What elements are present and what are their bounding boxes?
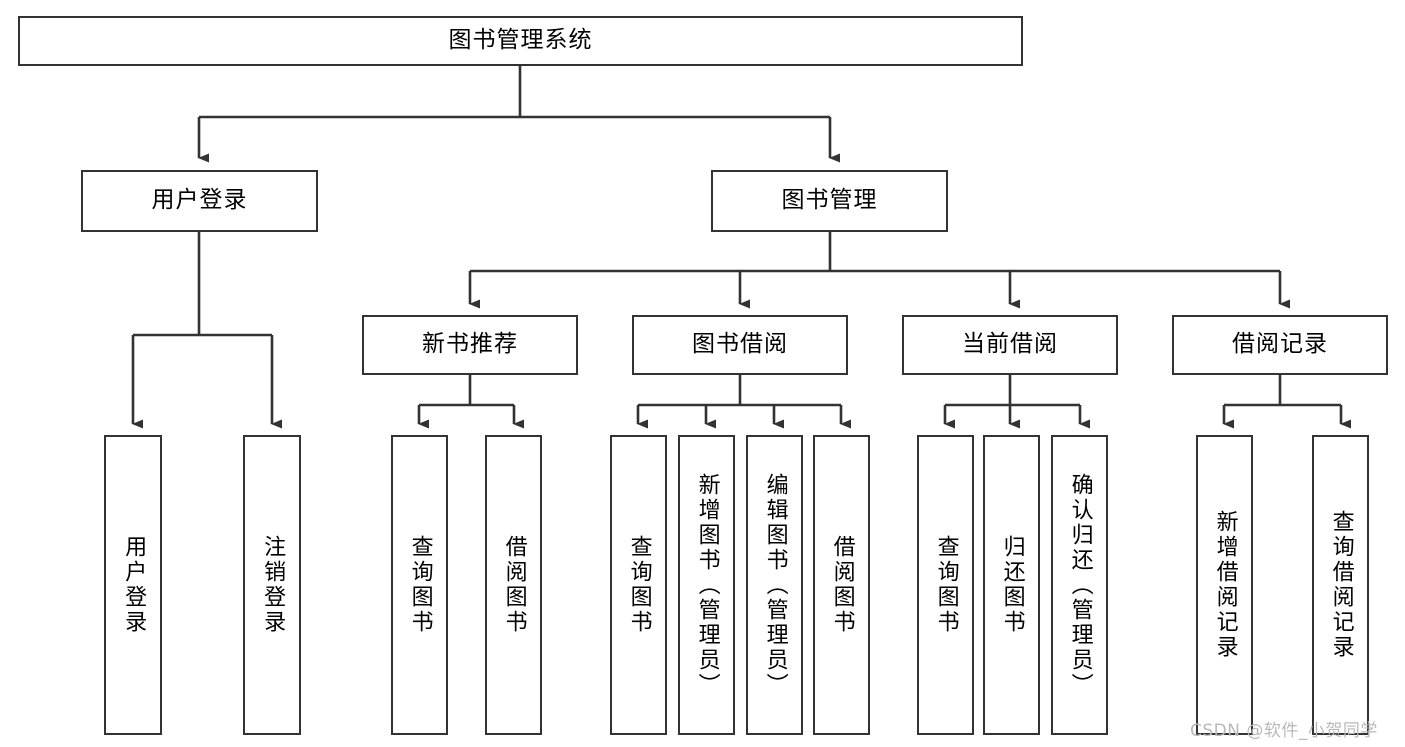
node-leaf-query-book-current[interactable]: 查询图书	[917, 435, 974, 735]
node-leaf-borrow-book-recommend[interactable]: 借阅图书	[485, 435, 542, 735]
node-root-book-management-system[interactable]: 图书管理系统	[18, 16, 1023, 66]
node-label: 图书管理系统	[448, 27, 593, 54]
node-leaf-query-book-recommend[interactable]: 查询图书	[391, 435, 448, 735]
csdn-watermark: CSDN @软件_小贺同学	[1190, 721, 1378, 741]
node-new-book-recommendation[interactable]: 新书推荐	[362, 315, 578, 375]
node-label: 注销登录	[260, 535, 286, 635]
node-label: 图书管理	[781, 187, 878, 214]
node-label: 借阅记录	[1232, 331, 1328, 358]
node-label: 新增图书（管理员）	[694, 472, 720, 698]
node-book-management[interactable]: 图书管理	[711, 170, 948, 232]
node-label: 查询图书	[407, 535, 433, 635]
node-label: 借阅图书	[501, 535, 527, 635]
node-label: 图书借阅	[692, 331, 788, 358]
node-user-login[interactable]: 用户登录	[81, 170, 318, 232]
node-leaf-edit-book-admin[interactable]: 编辑图书（管理员）	[746, 435, 803, 735]
node-label: 查询图书	[933, 535, 959, 635]
node-label: 用户登录	[121, 535, 147, 635]
node-label: 新书推荐	[422, 331, 518, 358]
node-leaf-logout[interactable]: 注销登录	[243, 435, 301, 735]
node-label: 用户登录	[151, 187, 248, 214]
node-label: 归还图书	[999, 535, 1025, 635]
node-leaf-confirm-return-admin[interactable]: 确认归还（管理员）	[1051, 435, 1108, 735]
node-label: 确认归还（管理员）	[1067, 472, 1093, 698]
node-label: 新增借阅记录	[1212, 510, 1238, 660]
node-book-borrowing[interactable]: 图书借阅	[632, 315, 848, 375]
node-label: 编辑图书（管理员）	[762, 472, 788, 698]
node-label: 查询借阅记录	[1328, 510, 1354, 660]
node-leaf-add-book-admin[interactable]: 新增图书（管理员）	[678, 435, 735, 735]
node-leaf-user-login[interactable]: 用户登录	[104, 435, 162, 735]
node-label: 当前借阅	[962, 331, 1058, 358]
node-leaf-add-borrow-record[interactable]: 新增借阅记录	[1196, 435, 1253, 735]
node-leaf-return-book[interactable]: 归还图书	[983, 435, 1040, 735]
node-label: 借阅图书	[829, 535, 855, 635]
node-current-borrowing[interactable]: 当前借阅	[902, 315, 1118, 375]
node-leaf-query-borrow-record[interactable]: 查询借阅记录	[1312, 435, 1369, 735]
node-leaf-query-book-borrow[interactable]: 查询图书	[610, 435, 667, 735]
node-borrowing-records[interactable]: 借阅记录	[1172, 315, 1388, 375]
node-leaf-lend-book[interactable]: 借阅图书	[813, 435, 870, 735]
node-label: 查询图书	[626, 535, 652, 635]
